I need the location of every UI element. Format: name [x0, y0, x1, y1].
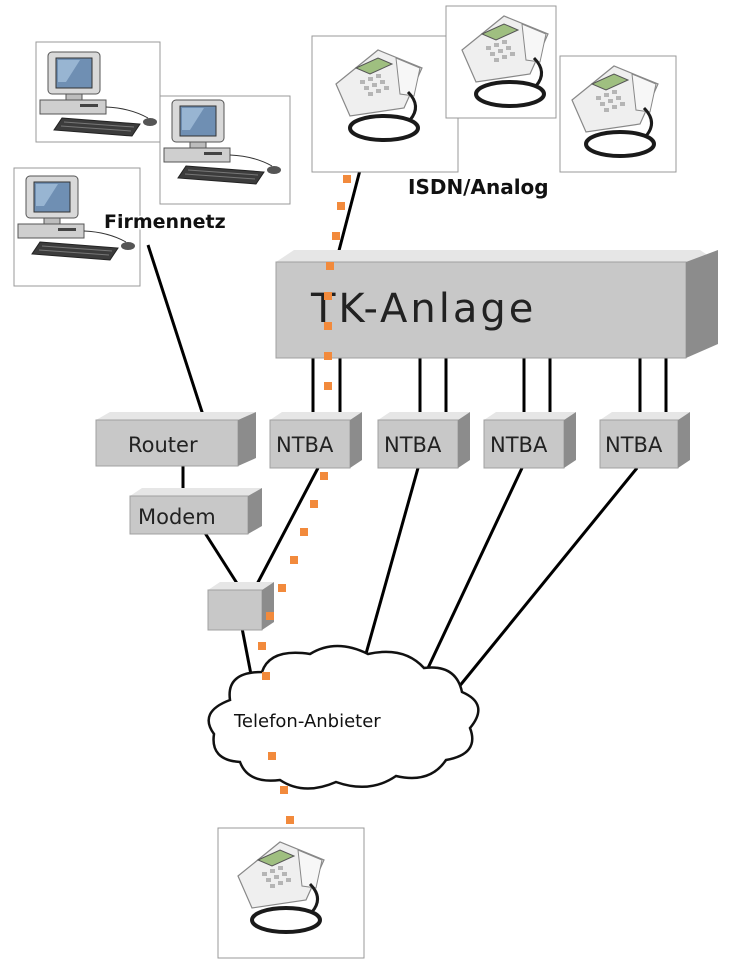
line-ntba3-cloud: [426, 467, 524, 669]
line-ntba2-cloud: [360, 467, 420, 669]
ntba-box: NTBA: [269, 412, 362, 469]
tk-anlage-label: TK-Anlage: [310, 286, 536, 332]
svg-text:NTBA: NTBA: [605, 433, 663, 457]
svg-text:NTBA: NTBA: [276, 433, 334, 457]
junction-box: [207, 582, 274, 631]
line-modem-junction: [203, 532, 242, 589]
router-label: Router: [128, 433, 198, 457]
modem-box: Modem: [129, 488, 262, 535]
isdn-analog-label: ISDN/Analog: [408, 175, 549, 199]
line-firmennetz-router: [146, 244, 205, 416]
svg-text:NTBA: NTBA: [384, 433, 442, 457]
ntba-box: NTBA: [377, 412, 470, 469]
router-box: Router: [95, 412, 256, 467]
telefon-anbieter-label: Telefon-Anbieter: [233, 711, 381, 732]
ntba-box: NTBA: [483, 412, 576, 469]
line-ntba4-cloud: [456, 467, 639, 689]
connection-lines: [146, 127, 668, 691]
firmennetz-group: Firmennetz: [13, 41, 291, 287]
firmennetz-label: Firmennetz: [104, 211, 226, 233]
telefon-anbieter-cloud: Telefon-Anbieter: [207, 644, 480, 790]
svg-text:NTBA: NTBA: [490, 433, 548, 457]
isdn-phones-group: ISDN/Analog: [311, 5, 677, 201]
line-ntba1-junction: [253, 467, 320, 589]
modem-label: Modem: [138, 505, 216, 529]
ntba-box: NTBA: [599, 412, 690, 469]
tk-anlage-box: TK-Anlage: [275, 250, 718, 359]
call-path-dotted: [258, 175, 351, 824]
external-phone-group: [217, 827, 365, 959]
